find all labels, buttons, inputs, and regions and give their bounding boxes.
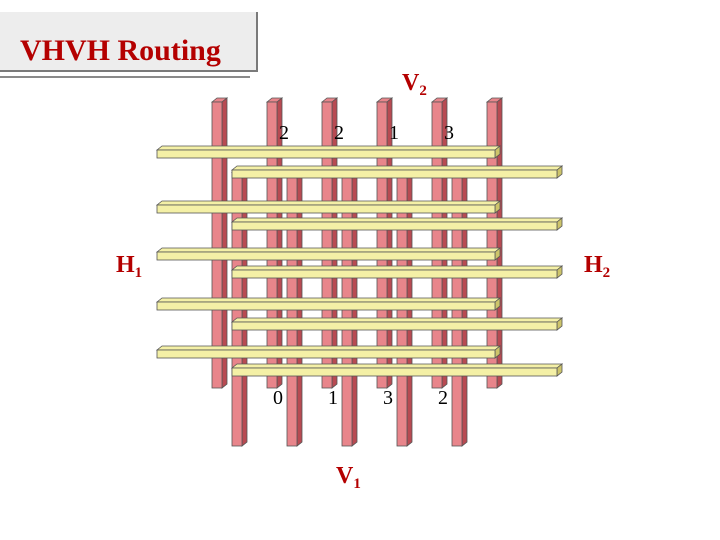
label-h2: H2 bbox=[584, 252, 611, 281]
title-box: VHVH Routing bbox=[0, 12, 258, 72]
h2-wire-top bbox=[230, 265, 564, 271]
v2-wire bbox=[211, 101, 223, 389]
h1-wire-top bbox=[155, 297, 502, 303]
top-count: 1 bbox=[389, 122, 399, 144]
h2-wire bbox=[231, 321, 558, 331]
h1-wire bbox=[156, 204, 496, 214]
h1-wire-top bbox=[155, 145, 502, 151]
title-underline bbox=[0, 76, 250, 78]
label-v1: V1 bbox=[336, 463, 361, 492]
h1-wire bbox=[156, 251, 496, 261]
bottom-count: 3 bbox=[383, 387, 393, 409]
h1-wire-top bbox=[155, 200, 502, 206]
bottom-count: 0 bbox=[273, 387, 283, 409]
v2-wire-side bbox=[496, 97, 503, 389]
top-count: 2 bbox=[279, 122, 289, 144]
v2-wire bbox=[376, 101, 388, 389]
h2-wire bbox=[231, 269, 558, 279]
h2-wire bbox=[231, 367, 558, 377]
v2-wire bbox=[321, 101, 333, 389]
h1-wire bbox=[156, 349, 496, 359]
h1-wire bbox=[156, 149, 496, 159]
v2-wire bbox=[266, 101, 278, 389]
label-v2: V2 bbox=[402, 70, 427, 99]
h2-wire-top bbox=[230, 363, 564, 369]
h1-wire-top bbox=[155, 345, 502, 351]
v2-wire bbox=[486, 101, 498, 389]
bottom-count: 2 bbox=[438, 387, 448, 409]
h2-wire bbox=[231, 221, 558, 231]
top-count: 3 bbox=[444, 122, 454, 144]
v2-wire bbox=[431, 101, 443, 389]
v2-wire-side bbox=[221, 97, 228, 389]
bottom-count: 1 bbox=[328, 387, 338, 409]
slide-title: VHVH Routing bbox=[20, 34, 221, 67]
h1-wire-top bbox=[155, 247, 502, 253]
h2-wire bbox=[231, 169, 558, 179]
label-h1: H1 bbox=[116, 252, 143, 281]
h2-wire-top bbox=[230, 165, 564, 171]
top-count: 2 bbox=[334, 122, 344, 144]
h2-wire-top bbox=[230, 217, 564, 223]
h1-wire bbox=[156, 301, 496, 311]
h2-wire-top bbox=[230, 317, 564, 323]
